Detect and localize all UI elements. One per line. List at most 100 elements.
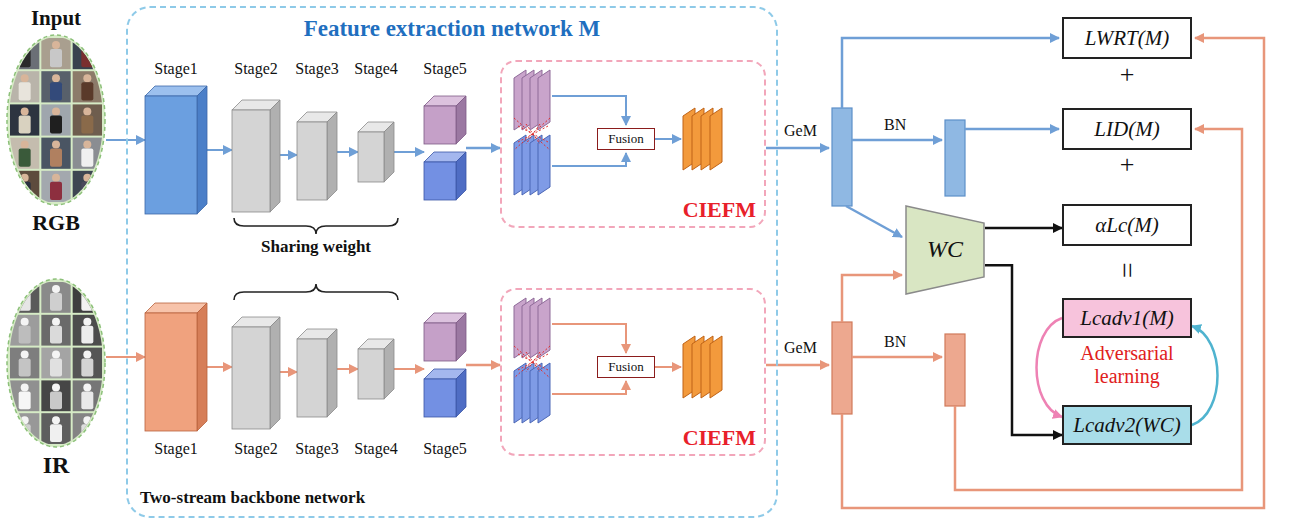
person-head <box>21 383 29 391</box>
block-face <box>358 349 384 399</box>
person-body <box>19 149 31 167</box>
person-body <box>81 82 93 100</box>
block-face <box>424 379 456 417</box>
person-body <box>50 49 62 67</box>
input-image-ellipse <box>6 34 106 206</box>
flow-arrow <box>766 147 829 150</box>
photo-tile <box>73 315 102 346</box>
flow-arrow <box>552 96 626 125</box>
stage-block: Stage1 <box>145 86 207 214</box>
photo-tile <box>41 71 70 102</box>
feature-vector <box>832 108 852 206</box>
block-face <box>197 303 207 431</box>
loss-box: LID(M) <box>1062 108 1192 150</box>
photo-tile <box>73 282 102 313</box>
block-face <box>456 152 466 200</box>
connector-arrow <box>394 368 424 370</box>
feature-vector <box>945 334 965 406</box>
person-head <box>83 318 91 326</box>
person-head <box>83 141 91 149</box>
trapezoid-outline <box>906 206 984 294</box>
input-image-ellipse <box>6 278 106 448</box>
photo-tile <box>10 138 39 169</box>
flow-arrow <box>552 324 626 353</box>
block-face <box>384 122 394 182</box>
connector-arrow <box>466 364 500 367</box>
stage-label: Stage5 <box>423 60 467 78</box>
person-head <box>83 416 91 424</box>
person-head <box>83 174 91 182</box>
connector-arrow <box>337 368 358 370</box>
person-body <box>50 391 62 409</box>
module-title: CIEFM <box>683 197 756 222</box>
block-face <box>384 339 394 399</box>
person-head <box>52 174 60 182</box>
person-body <box>19 293 31 311</box>
photo-tile <box>73 380 102 411</box>
stage-block-art <box>424 96 466 200</box>
annotation: Two-stream backbone network <box>140 488 365 508</box>
connector-arrow <box>280 371 297 373</box>
modality-label: RGB <box>6 210 106 235</box>
shared-brace <box>234 284 398 300</box>
input-image-group: IR <box>6 276 106 488</box>
block-face <box>297 122 327 200</box>
photo-tile <box>73 138 102 169</box>
block-face <box>145 313 197 431</box>
person-body <box>50 149 62 167</box>
person-head <box>83 351 91 359</box>
input-image-group: InputRGB <box>6 4 106 240</box>
connector-arrow <box>1037 318 1063 417</box>
flow-arrow <box>655 138 681 140</box>
stage-block-art <box>297 112 337 200</box>
block-face <box>297 339 327 417</box>
stage-block: Stage4 <box>358 122 394 182</box>
person-body <box>81 182 93 200</box>
person-body <box>81 424 93 442</box>
person-head <box>52 285 60 293</box>
person-body <box>19 49 31 67</box>
process-box: Fusion <box>597 128 655 150</box>
flow-arrow <box>846 206 902 237</box>
stage-block: Stage2 <box>232 317 280 429</box>
photo-tile <box>41 282 70 313</box>
person-head <box>21 74 29 82</box>
operation-label: GeM <box>784 339 817 357</box>
flow-arrow <box>852 139 942 142</box>
stage-block-art <box>297 329 337 417</box>
classifier-trapezoid: WC <box>905 205 985 295</box>
photo-tile <box>73 413 102 444</box>
person-head <box>21 416 29 424</box>
photo-tile <box>41 413 70 444</box>
connector-arrow <box>337 151 358 153</box>
module-region: CIEFMFusion <box>500 288 766 456</box>
person-head <box>83 285 91 293</box>
loss-box: Lcadv2(WC) <box>1062 405 1192 445</box>
photo-tile <box>10 104 39 135</box>
block-face <box>270 100 280 212</box>
person-body <box>50 82 62 100</box>
flow-arrow <box>552 153 626 166</box>
photo-tile <box>73 38 102 69</box>
photo-collage <box>10 38 102 202</box>
loss-formula: Lcadv2(WC) <box>1073 413 1180 437</box>
stage-label: Stage1 <box>154 60 198 78</box>
person-head <box>21 107 29 115</box>
process-label: Fusion <box>608 360 643 375</box>
stage-label: Stage5 <box>423 440 467 458</box>
block-face <box>456 369 466 417</box>
stage-block-art <box>145 86 207 214</box>
flow-arrow <box>965 128 1059 131</box>
person-body <box>19 115 31 133</box>
person-head <box>52 107 60 115</box>
person-body <box>50 182 62 200</box>
person-head <box>52 351 60 359</box>
loss-formula: LWRT(M) <box>1085 26 1169 50</box>
flow-arrow <box>842 38 1264 508</box>
feature-map <box>710 108 722 170</box>
block-face <box>145 303 207 313</box>
block-face <box>424 323 456 361</box>
photo-collage <box>10 282 102 444</box>
loss-box: Lcadv1(M) <box>1062 298 1192 338</box>
